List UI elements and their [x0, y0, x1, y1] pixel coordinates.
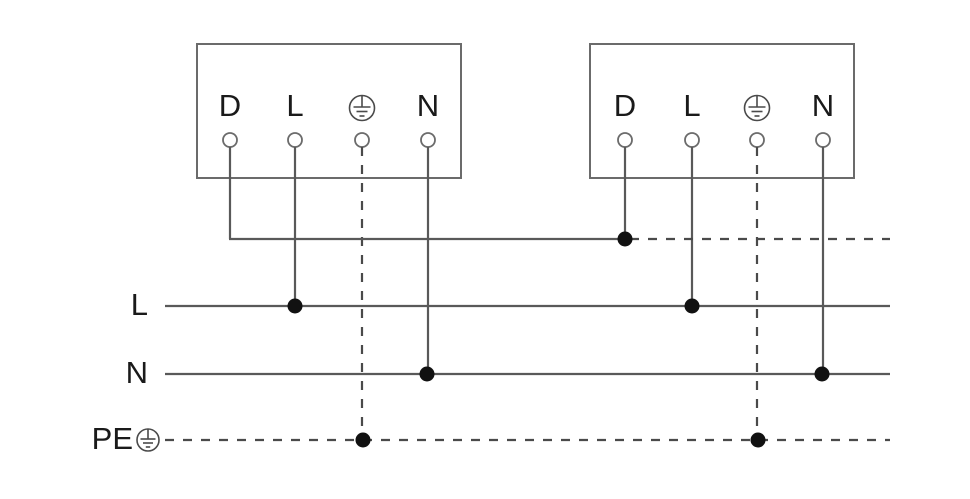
device-1-terminal-n-label: N: [417, 88, 439, 123]
device-2-terminal-l-point[interactable]: [684, 132, 700, 148]
junction-dot-n-device2: [814, 366, 830, 382]
device-2-terminal-n-point[interactable]: [815, 132, 831, 148]
bus-label-n: N: [126, 355, 148, 390]
bus-pe-earth-ground-icon: [136, 428, 160, 452]
device-box-1[interactable]: D L N: [196, 43, 462, 179]
device-2-terminal-d-label: D: [614, 88, 636, 123]
device-1-terminal-d-label: D: [219, 88, 241, 123]
device-2-terminal-l-label: L: [683, 88, 700, 123]
bus-label-pe: PE: [92, 421, 133, 456]
device-2-terminal-d-point[interactable]: [617, 132, 633, 148]
device-1-earth-ground-icon: [348, 94, 376, 122]
junction-dot-pe-device2: [750, 432, 766, 448]
device-1-terminal-l-label: L: [286, 88, 303, 123]
junction-dot-l-device2: [684, 298, 700, 314]
device-1-outline: [196, 43, 462, 179]
bus-label-l: L: [131, 287, 148, 322]
junction-dot-pe-device1: [355, 432, 371, 448]
device-1-terminal-l-point[interactable]: [287, 132, 303, 148]
junction-dot-d-device2: [617, 231, 633, 247]
device-2-outline: [589, 43, 855, 179]
junction-dot-n-device1: [419, 366, 435, 382]
device-1-terminal-pe-point[interactable]: [354, 132, 370, 148]
device-box-2[interactable]: D L N: [589, 43, 855, 179]
junction-dot-l-device1: [287, 298, 303, 314]
device-1-terminal-n-point[interactable]: [420, 132, 436, 148]
device-2-earth-ground-icon: [743, 94, 771, 122]
device-2-terminal-n-label: N: [812, 88, 834, 123]
device-2-terminal-pe-point[interactable]: [749, 132, 765, 148]
device-1-terminal-d-point[interactable]: [222, 132, 238, 148]
